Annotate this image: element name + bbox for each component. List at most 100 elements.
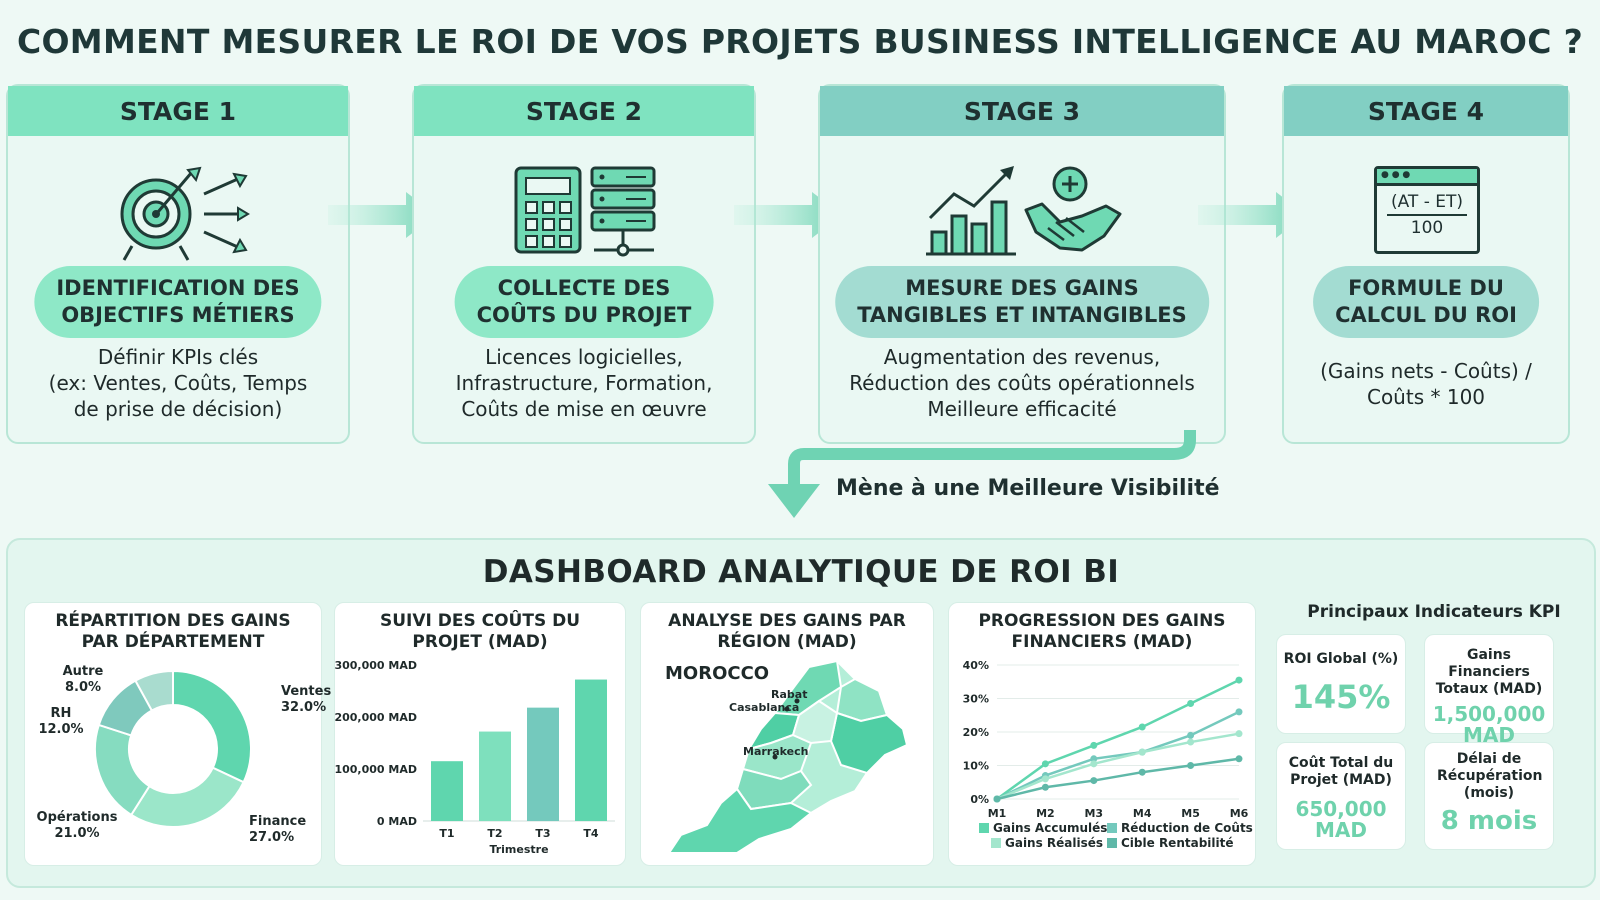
donut-value-label: 8.0% [65, 680, 101, 695]
bar-x-axis-label: Trimestre [489, 843, 548, 856]
donut-value-label: 32.0% [281, 700, 326, 715]
line-series [996, 678, 1240, 801]
line-x-tick: M1 [988, 807, 1007, 820]
map-city-label: Marrakech [743, 745, 808, 758]
stage-4-description: (Gains nets - Coûts) / Coûts * 100 [1320, 359, 1532, 409]
line-x-tick: M4 [1133, 807, 1152, 820]
flow-arrow-icon [1198, 192, 1306, 238]
line-y-tick: 20% [963, 726, 989, 739]
line-x-tick: M3 [1084, 807, 1103, 820]
legend-label: Réduction de Coûts [1121, 821, 1253, 835]
target-icon [120, 166, 250, 261]
line-point [1090, 741, 1098, 749]
map-card: ANALYSE DES GAINS PAR RÉGION (MAD) MOROC… [640, 602, 934, 866]
donut-label: RH [51, 706, 72, 721]
bar-y-tick: 300,000 MAD [334, 659, 417, 672]
stage-1-description: Définir KPIs clés (ex: Ventes, Coûts, Te… [48, 345, 308, 421]
line-y-tick: 10% [963, 760, 989, 773]
line-point [1041, 783, 1049, 791]
bar-y-tick: 100,000 MAD [334, 763, 417, 776]
kpi-roi-global: ROI Global (%) 145% [1276, 634, 1406, 734]
stage-3-pill: MESURE DES GAINS TANGIBLES ET INTANGIBLE… [835, 266, 1209, 338]
line-point [1138, 748, 1146, 756]
donut-slice [134, 669, 174, 712]
stage-4-pill: FORMULE DU CALCUL DU ROI [1313, 266, 1539, 338]
donut-slice [129, 766, 245, 828]
stage-4-header: STAGE 4 [1284, 86, 1568, 136]
donut-value-label: 27.0% [249, 830, 294, 845]
kpi-header: Principaux Indicateurs KPI [1307, 602, 1561, 622]
bar [479, 731, 511, 821]
growth-handshake-icon [926, 166, 1122, 256]
line-point [1138, 723, 1146, 731]
legend-swatch [1107, 823, 1117, 833]
bar-chart-title: SUIVI DES COÛTS DU PROJET (MAD) [379, 611, 581, 652]
bar-x-tick: T1 [439, 827, 454, 840]
morocco-map: MOROCCO Rabat Casablanca Marrakech [665, 659, 909, 854]
line-point [1187, 762, 1195, 769]
line-point [1187, 700, 1195, 708]
stage-3-description: Augmentation des revenus, Réduction des … [849, 345, 1195, 421]
donut-label: Autre [63, 664, 104, 679]
stage-1-header: STAGE 1 [8, 86, 348, 136]
map-city-label: Casablanca [729, 701, 799, 714]
line-point [1235, 755, 1243, 763]
stage-2-card: STAGE 2 COLLECTE DES COÛTS DU PROJET Lic… [412, 84, 756, 444]
donut-chart: Ventes32.0%Finance27.0%Opérations21.0%RH… [37, 664, 332, 845]
line-point [1235, 730, 1243, 738]
donut-value-label: 21.0% [54, 826, 99, 841]
line-point [1090, 777, 1098, 785]
kpi-gains-financiers: Gains Financiers Totaux (MAD) 1,500,000 … [1424, 634, 1554, 746]
map-city-label: Rabat [771, 688, 807, 701]
line-series [996, 710, 1240, 801]
stage-2-pill: COLLECTE DES COÛTS DU PROJET [454, 266, 714, 338]
kpi-cout-total: Coût Total du Projet (MAD) 650,000 MAD [1276, 742, 1406, 850]
stage-2-header: STAGE 2 [414, 86, 754, 136]
legend-label: Gains Accumulés [993, 821, 1107, 835]
map-region [667, 787, 813, 854]
line-point [993, 795, 1001, 803]
legend-swatch [979, 823, 989, 833]
line-y-tick: 0% [970, 793, 989, 806]
line-point [1138, 768, 1146, 776]
formula-window-icon: ● ● ● (AT - ET) 100 [1284, 166, 1568, 262]
line-chart-title: PROGRESSION DES GAINS FINANCIERS (MAD) [978, 611, 1226, 652]
legend-swatch [991, 838, 1001, 848]
visibility-arrow-icon [768, 430, 1196, 518]
bar-x-tick: T3 [535, 827, 550, 840]
flow-arrow-icon [328, 192, 436, 238]
stage-1-pill: IDENTIFICATION DES OBJECTIFS MÉTIERS [34, 266, 322, 338]
stage-1-card: STAGE 1 IDENTIFICATION DES OBJECTIFS MÉT… [6, 84, 350, 444]
line-point [1090, 755, 1098, 763]
donut-chart-card: RÉPARTITION DES GAINS PAR DÉPARTEMENT Ve… [24, 602, 332, 866]
donut-slice [172, 669, 252, 784]
map-title: ANALYSE DES GAINS PAR RÉGION (MAD) [668, 611, 906, 652]
line-point [1041, 760, 1049, 768]
bar-x-tick: T2 [487, 827, 502, 840]
line-series [996, 757, 1240, 801]
legend-label: Gains Réalisés [1005, 836, 1103, 850]
bar-x-tick: T4 [583, 827, 599, 840]
line-point [1235, 708, 1243, 716]
map-city-markers [772, 698, 800, 760]
donut-label: Opérations [37, 810, 118, 825]
line-point [1041, 775, 1049, 783]
bar [527, 707, 559, 821]
flow-arrow-icon [734, 192, 842, 238]
page-title: COMMENT MESURER LE ROI DE VOS PROJETS BU… [16, 22, 1584, 61]
formula-bottom: 100 [1410, 218, 1444, 238]
formula-top: (AT - ET) [1390, 192, 1464, 212]
stage-4-card: STAGE 4 ● ● ● (AT - ET) 100 FORMULE DU C… [1282, 84, 1570, 444]
calculator-server-icon [514, 166, 656, 257]
line-point [1235, 676, 1243, 684]
line-point [1090, 760, 1098, 768]
bar-y-tick: 200,000 MAD [334, 711, 417, 724]
line-x-tick: M2 [1036, 807, 1055, 820]
donut-label: Finance [249, 814, 306, 829]
kpi-delai-recuperation: Délai de Récupération (mois) 8 mois [1424, 742, 1554, 850]
line-x-tick: M5 [1181, 807, 1200, 820]
map-region [791, 699, 839, 745]
